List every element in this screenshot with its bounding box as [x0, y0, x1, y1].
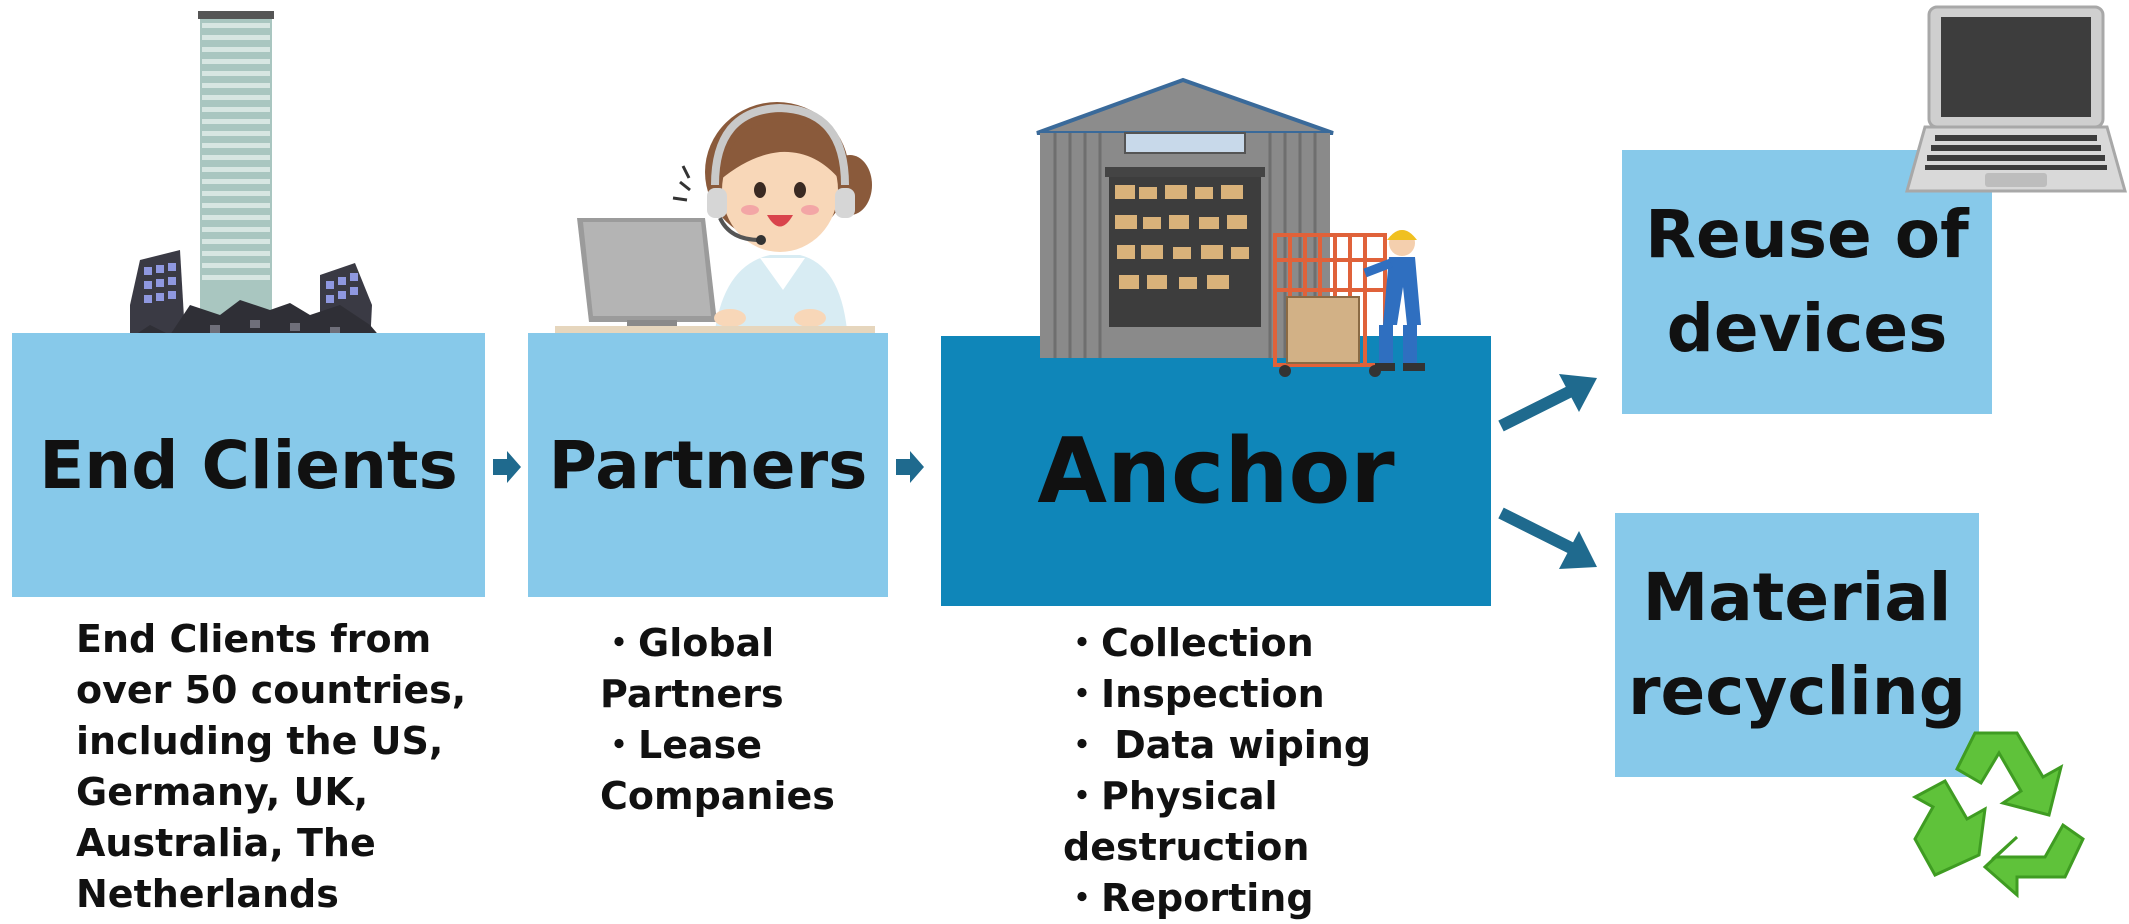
- end-clients-title: End Clients: [39, 426, 458, 504]
- anchor-box: Anchor: [941, 336, 1491, 606]
- warehouse-worker-icon: [1035, 75, 1445, 385]
- reuse-box: Reuse of devices: [1622, 150, 1992, 414]
- recycling-title: Material recycling: [1627, 559, 1967, 730]
- partners-description: ・Global Partners ・Lease Companies: [600, 621, 835, 818]
- recycling-box: Material recycling: [1615, 513, 1979, 777]
- city-skyline-icon: [110, 5, 410, 385]
- flow-arrow-clients-to-partners: [493, 451, 521, 483]
- flow-arrow-anchor-to-recycling: [1495, 505, 1605, 575]
- call-center-operator-icon: [555, 90, 875, 355]
- anchor-description: ・Collection ・Inspection ・ Data wiping ・P…: [1063, 621, 1372, 920]
- end-clients-box: End Clients: [12, 333, 485, 597]
- reuse-title: Reuse of devices: [1645, 196, 1969, 367]
- partners-box: Partners: [528, 333, 888, 597]
- partners-title: Partners: [548, 426, 868, 504]
- recycle-icon: [1905, 725, 2090, 900]
- anchor-title: Anchor: [1037, 418, 1395, 524]
- flow-arrow-anchor-to-reuse: [1495, 368, 1605, 438]
- end-clients-description: End Clients from over 50 countries, incl…: [76, 617, 467, 916]
- laptop-icon: [1905, 3, 2127, 198]
- flow-arrow-partners-to-anchor: [896, 451, 924, 483]
